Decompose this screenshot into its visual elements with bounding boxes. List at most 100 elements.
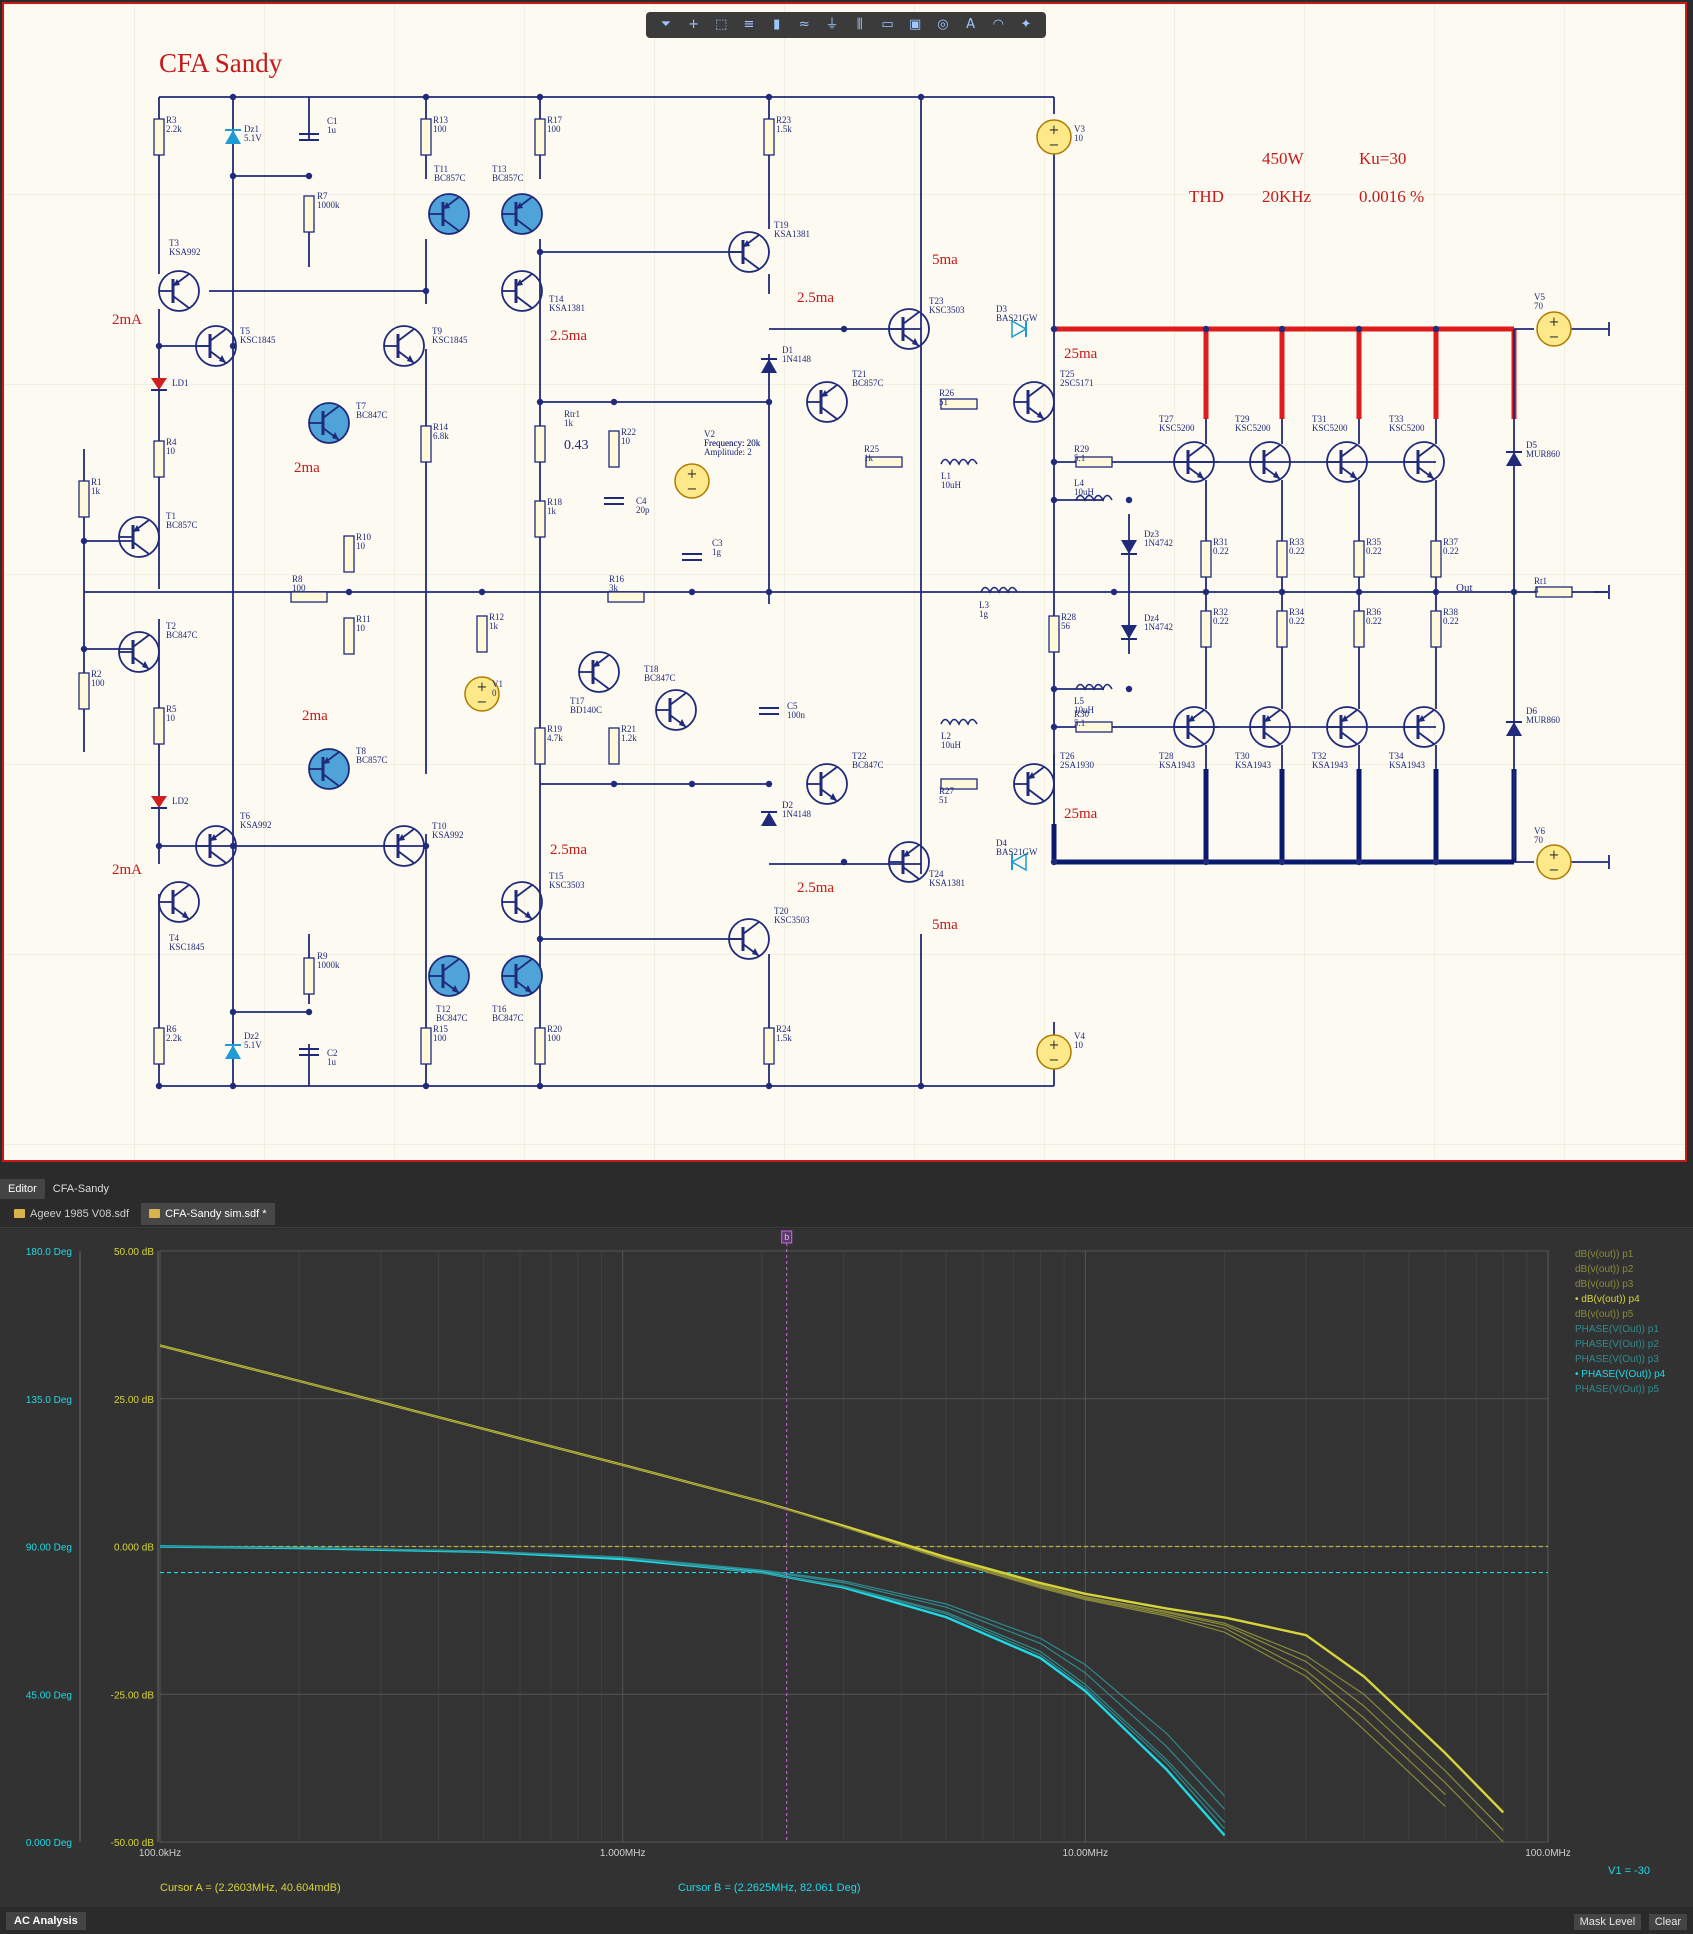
- text-icon[interactable]: A: [966, 17, 976, 32]
- tab-cfa-sandy[interactable]: CFA-Sandy: [52, 1183, 109, 1195]
- legend-entry[interactable]: • PHASE(V(Out)) p4: [1575, 1369, 1666, 1380]
- legend-entry[interactable]: dB(v(out)) p1: [1575, 1249, 1634, 1260]
- legend-entry[interactable]: PHASE(V(Out)) p2: [1575, 1339, 1659, 1350]
- tab-ac-analysis[interactable]: AC Analysis: [6, 1911, 86, 1930]
- resistor-r3[interactable]: R32.2k: [153, 115, 182, 156]
- arc-icon[interactable]: ◠: [992, 17, 1004, 32]
- select-rect-icon[interactable]: ⬚: [715, 17, 728, 32]
- mask-level-button[interactable]: Mask Level: [1573, 1913, 1642, 1930]
- legend-entry[interactable]: dB(v(out)) p5: [1575, 1309, 1634, 1320]
- no-erc-icon[interactable]: ◎: [937, 17, 949, 32]
- legend-entry[interactable]: dB(v(out)) p2: [1575, 1264, 1634, 1275]
- tab-editor[interactable]: Editor: [0, 1179, 45, 1199]
- schematic-canvas[interactable]: R32.2kR410R510R62.2kR11kR2100Dz15.1VDz25…: [4, 4, 1687, 1162]
- legend-entry[interactable]: • dB(v(out)) p4: [1575, 1294, 1640, 1305]
- led-ld2[interactable]: LD2: [151, 796, 189, 809]
- legend-entry[interactable]: PHASE(V(Out)) p5: [1575, 1384, 1659, 1395]
- bus-icon[interactable]: ⫼: [856, 17, 863, 32]
- voltage-source-v1[interactable]: +−V10: [464, 676, 503, 712]
- component-icon[interactable]: ▮: [773, 17, 781, 32]
- legend-entry[interactable]: PHASE(V(Out)) p1: [1575, 1324, 1659, 1335]
- doc-tab-ageev[interactable]: Ageev 1985 V08.sdf: [6, 1203, 137, 1225]
- legend-entry[interactable]: PHASE(V(Out)) p3: [1575, 1354, 1659, 1365]
- clear-button[interactable]: Clear: [1648, 1913, 1687, 1930]
- resistor-r6[interactable]: R62.2k: [153, 1024, 182, 1065]
- power-port-icon[interactable]: ⏚: [825, 17, 839, 32]
- doc-tab-cfa-sandy-sim[interactable]: CFA-Sandy sim.sdf *: [141, 1202, 275, 1225]
- net-label-icon[interactable]: ▭: [881, 17, 894, 32]
